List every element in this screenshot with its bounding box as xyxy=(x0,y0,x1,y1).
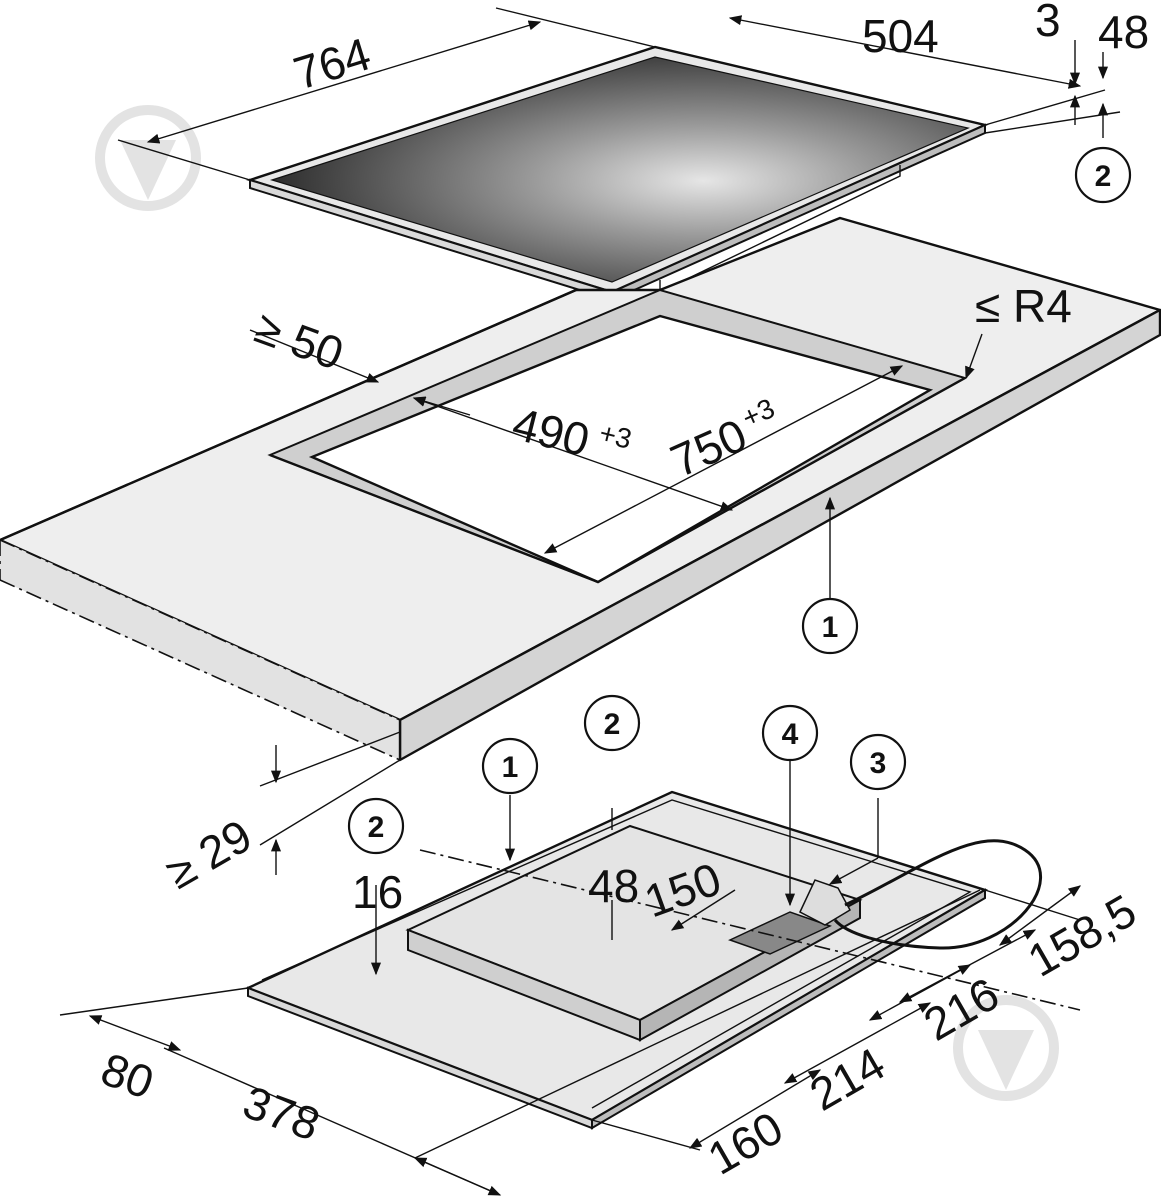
svg-text:2: 2 xyxy=(604,708,621,741)
dim-48-depth: 48 xyxy=(588,860,639,912)
callout-1-worktop: 1 xyxy=(801,597,859,655)
underside-dimension-lines xyxy=(59,748,1082,1196)
dim-764: 764 xyxy=(288,27,377,99)
svg-text:+3: +3 xyxy=(596,417,634,455)
svg-text:1: 1 xyxy=(822,611,839,644)
watermark-top-left xyxy=(95,105,201,211)
dim-504: 504 xyxy=(862,10,939,62)
dim-214: 214 xyxy=(801,1037,893,1120)
dim-378: 378 xyxy=(237,1076,327,1151)
hob-underside-view xyxy=(244,790,1081,1130)
callout-1-underside: 1 xyxy=(481,737,539,795)
dim-max-r4: ≤ R4 xyxy=(975,280,1072,332)
connection-plate xyxy=(728,911,832,955)
hob-dimension-lines xyxy=(117,7,1121,181)
dim-3: 3 xyxy=(1035,0,1061,46)
callout-2-underside-center: 2 xyxy=(583,694,641,752)
svg-text:2: 2 xyxy=(1095,160,1112,193)
dim-160: 160 xyxy=(699,1101,791,1184)
svg-text:3: 3 xyxy=(870,747,887,780)
dim-16: 16 xyxy=(352,866,403,918)
dim-80: 80 xyxy=(95,1043,161,1109)
dim-158-5: 158,5 xyxy=(1019,884,1145,987)
dim-min-50: ≥ 50 xyxy=(249,301,351,380)
dim-min-29: ≥ 29 xyxy=(157,809,260,899)
svg-text:4: 4 xyxy=(782,718,799,751)
callout-2-top: 2 xyxy=(1074,146,1132,204)
callout-4: 4 xyxy=(761,704,819,762)
callout-2-underside-left: 2 xyxy=(347,797,405,855)
svg-text:2: 2 xyxy=(368,811,385,844)
callout-3: 3 xyxy=(849,733,907,791)
terminal-box xyxy=(799,879,852,926)
dim-48-height: 48 xyxy=(1098,6,1149,58)
svg-text:1: 1 xyxy=(502,751,519,784)
cutout-dimension-lines xyxy=(249,329,983,875)
power-cable xyxy=(833,839,1042,950)
